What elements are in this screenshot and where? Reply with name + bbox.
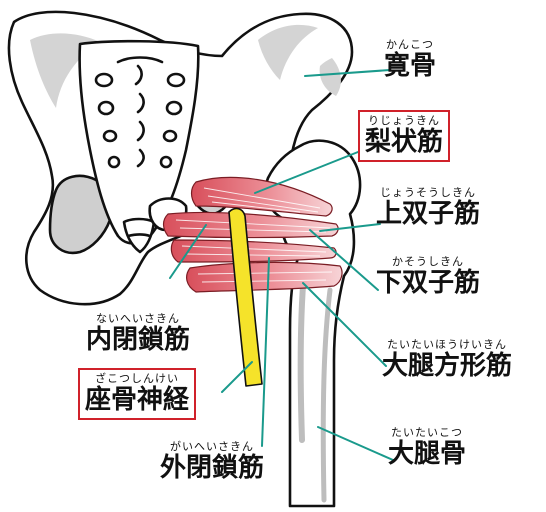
label-inferior-gemellus-name: 下双子筋 <box>376 268 481 298</box>
label-inferior-gemellus: かそうしきん 下双子筋 <box>376 255 480 298</box>
label-obturator-internus: ないへいさきん 内閉鎖筋 <box>86 312 190 355</box>
label-hip-bone-ruby: かんこつ <box>386 38 434 51</box>
label-obturator-externus: がいへいさきん 外閉鎖筋 <box>160 440 264 483</box>
label-piriformis: りじょうきん 梨状筋 <box>358 110 451 162</box>
label-sciatic-nerve-ruby: ざこつしんけい <box>95 372 179 385</box>
leader-obturator-externus <box>261 257 270 447</box>
label-hip-bone-name: 寛骨 <box>384 51 437 81</box>
label-femur: たいたいこつ 大腿骨 <box>388 426 466 469</box>
label-superior-gemellus-name: 上双子筋 <box>376 199 481 229</box>
pelvis <box>7 10 354 306</box>
label-superior-gemellus: じょうそうしきん 上双子筋 <box>376 186 480 229</box>
label-obturator-externus-name: 外閉鎖筋 <box>160 453 265 483</box>
leader-superior-gemellus <box>319 223 381 232</box>
label-femur-name: 大腿骨 <box>388 439 467 469</box>
label-obturator-externus-ruby: がいへいさきん <box>170 440 254 453</box>
label-inferior-gemellus-ruby: かそうしきん <box>392 255 464 268</box>
label-hip-bone: かんこつ 寛骨 <box>384 38 436 81</box>
leader-inferior-gemellus <box>309 229 379 291</box>
label-femur-ruby: たいたいこつ <box>391 426 463 439</box>
leader-piriformis <box>254 151 359 194</box>
leader-hip-bone <box>304 69 391 77</box>
label-superior-gemellus-ruby: じょうそうしきん <box>380 186 476 199</box>
label-obturator-internus-ruby: ないへいさきん <box>96 312 180 325</box>
label-piriformis-name: 梨状筋 <box>365 127 444 157</box>
sciatic-nerve-shape <box>228 207 263 387</box>
label-sciatic-nerve-name: 座骨神経 <box>85 385 190 415</box>
leader-quadratus-femoris <box>302 282 387 367</box>
label-quadratus-femoris-ruby: たいたいほうけいきん <box>387 338 507 351</box>
highlight-box-sciatic-nerve: ざこつしんけい 座骨神経 <box>78 368 197 420</box>
leader-obturator-internus <box>169 224 207 279</box>
leader-femur <box>317 426 394 461</box>
deep-hip-muscles <box>162 176 343 293</box>
label-quadratus-femoris-name: 大腿方形筋 <box>382 351 513 381</box>
highlight-box-piriformis: りじょうきん 梨状筋 <box>358 110 451 162</box>
label-quadratus-femoris: たいたいほうけいきん 大腿方形筋 <box>382 338 512 381</box>
label-obturator-internus-name: 内閉鎖筋 <box>86 325 191 355</box>
label-sciatic-nerve: ざこつしんけい 座骨神経 <box>78 368 197 420</box>
leader-sciatic-nerve <box>221 361 253 393</box>
label-piriformis-ruby: りじょうきん <box>368 114 440 127</box>
leader-lines <box>169 69 394 461</box>
